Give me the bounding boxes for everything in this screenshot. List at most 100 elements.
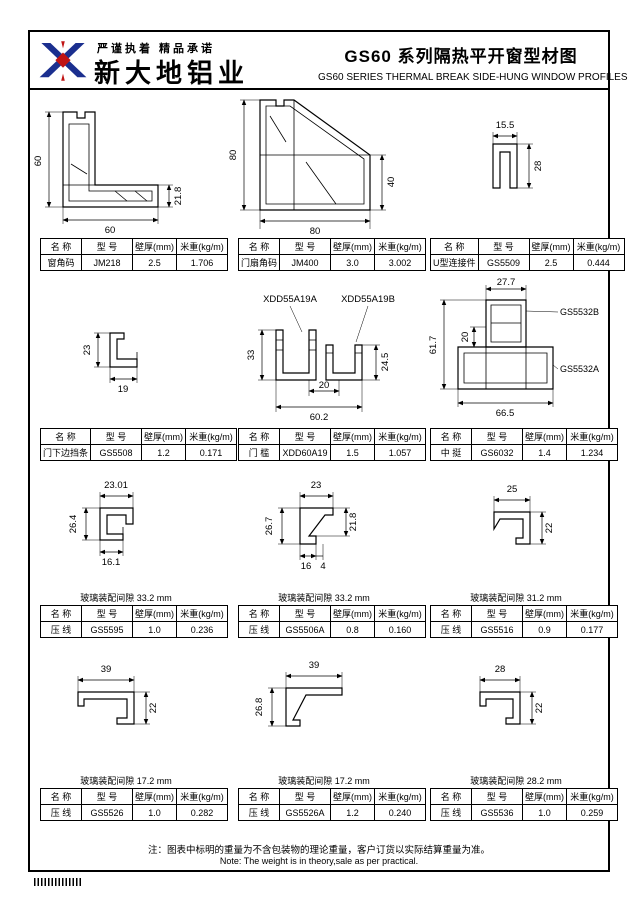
col-model: 型 号 — [279, 428, 331, 445]
profile-outline — [479, 691, 521, 725]
drawing-gs5526a: 39 26.8 — [254, 660, 343, 727]
col-name: 名 称 — [39, 428, 92, 445]
cell-weight: 1.706 — [176, 254, 228, 271]
drawing-gs5536: 28 22 — [479, 664, 545, 725]
profile-outline — [285, 687, 343, 727]
drawing-gs5509: 15.5 28 — [492, 120, 544, 189]
col-name: 名 称 — [238, 788, 280, 805]
col-name: 名 称 — [237, 238, 281, 255]
footer-note-en: Note: The weight is in theory,sale as pe… — [219, 856, 419, 866]
cell-thickness: 1.2 — [330, 804, 375, 821]
col-model: 型 号 — [471, 428, 523, 445]
cell-model: GS5516 — [471, 621, 523, 638]
cell-thickness: 2.5 — [132, 254, 177, 271]
company-name: 新大地铝业 — [94, 58, 250, 88]
cell-weight: 0.240 — [374, 804, 426, 821]
cell-name: 压 线 — [238, 621, 280, 638]
cell-weight: 0.444 — [572, 254, 625, 271]
col-name: 名 称 — [238, 605, 280, 622]
col-weight: 米重(kg/m) — [374, 788, 426, 805]
cell-name: 压 线 — [40, 804, 82, 821]
cell-name: U型连接件 — [430, 254, 479, 271]
col-weight: 米重(kg/m) — [566, 788, 618, 805]
cell-model: GS6032 — [471, 444, 523, 461]
profile-outline — [275, 329, 317, 381]
cell-name: 中 挺 — [430, 444, 472, 461]
gap-note-gs5595: 玻璃装配间隙 33.2 mm — [80, 593, 172, 603]
col-thickness: 壁厚(mm) — [522, 788, 567, 805]
cell-model: JM400 — [279, 254, 332, 271]
gap-note-gs5536: 玻璃装配间隙 28.2 mm — [470, 776, 562, 786]
cell-name: 压 线 — [238, 804, 280, 821]
col-weight: 米重(kg/m) — [566, 605, 618, 622]
dim-gap: 20 — [319, 380, 330, 391]
dim-left: 60 — [33, 156, 44, 167]
cell-name: 压 线 — [430, 621, 472, 638]
part-label-top: GS5532B — [560, 307, 599, 317]
footer-note-cn: 注：图表中标明的重量为不含包装物的理论重量，客户订货以实际结算重量为准。 — [147, 845, 490, 856]
dim-left: 23 — [82, 345, 93, 356]
company-slogan: 严谨执着 精品承诺 — [97, 43, 216, 55]
dim-right: 21.8 — [173, 187, 184, 206]
dim-left: 26.8 — [254, 698, 265, 717]
col-thickness: 壁厚(mm) — [522, 605, 567, 622]
cell-thickness: 1.0 — [132, 621, 177, 638]
drawing-gs6032: GS5532B GS5532A 27.7 61.7 20 66.5 — [428, 277, 599, 419]
col-thickness: 壁厚(mm) — [330, 605, 375, 622]
dim-bottom: 60.2 — [310, 412, 329, 423]
col-thickness: 壁厚(mm) — [132, 605, 177, 622]
cell-weight: 0.236 — [176, 621, 228, 638]
cell-model: GS5509 — [477, 254, 530, 271]
dim-bottom: 16.1 — [102, 557, 121, 568]
cell-thickness: 1.4 — [522, 444, 567, 461]
cell-weight: 0.171 — [185, 444, 238, 461]
cell-name: 门 槛 — [238, 444, 280, 461]
col-model: 型 号 — [471, 605, 523, 622]
col-name: 名 称 — [238, 428, 280, 445]
dim-bottom: 80 — [310, 226, 321, 237]
dim-right: 24.5 — [380, 353, 391, 372]
dim-left: 26.7 — [264, 517, 275, 536]
part-label-b: XDD55A19B — [341, 294, 395, 305]
dim-right: 40 — [386, 177, 397, 188]
profile-outline — [493, 511, 531, 545]
cell-weight: 1.234 — [566, 444, 618, 461]
col-thickness: 壁厚(mm) — [522, 428, 567, 445]
col-weight: 米重(kg/m) — [176, 605, 228, 622]
part-label-a: XDD55A19A — [263, 294, 318, 305]
dim-top: 25 — [507, 484, 518, 495]
dim-bottom2: 4 — [320, 561, 325, 572]
part-label-bottom: GS5532A — [560, 364, 599, 374]
col-name: 名 称 — [430, 788, 472, 805]
col-weight: 米重(kg/m) — [572, 238, 625, 255]
dim-top: 23 — [311, 480, 322, 491]
gap-note-gs5526: 玻璃装配间隙 17.2 mm — [80, 776, 172, 786]
profile-outline — [77, 691, 135, 725]
cell-name: 门扇角码 — [237, 254, 281, 271]
profile-outline — [109, 332, 138, 368]
dim-bottom: 66.5 — [496, 408, 515, 419]
dim-top: 39 — [101, 664, 112, 675]
col-name: 名 称 — [430, 428, 472, 445]
col-weight: 米重(kg/m) — [566, 428, 618, 445]
col-model: 型 号 — [279, 605, 331, 622]
dim-right: 21.8 — [348, 513, 359, 532]
company-logo-icon — [39, 41, 87, 81]
dim-right: 28 — [533, 161, 544, 172]
col-model: 型 号 — [477, 238, 530, 255]
dim-top: 23.01 — [104, 480, 128, 491]
cell-thickness: 3.0 — [330, 254, 376, 271]
col-name: 名 称 — [40, 788, 82, 805]
cell-thickness: 1.0 — [522, 804, 567, 821]
drawing-gs5508: 23 19 — [82, 332, 138, 395]
col-weight: 米重(kg/m) — [176, 238, 228, 255]
col-weight: 米重(kg/m) — [374, 238, 427, 255]
profile-outline — [259, 99, 371, 211]
cell-thickness: 1.0 — [132, 804, 177, 821]
